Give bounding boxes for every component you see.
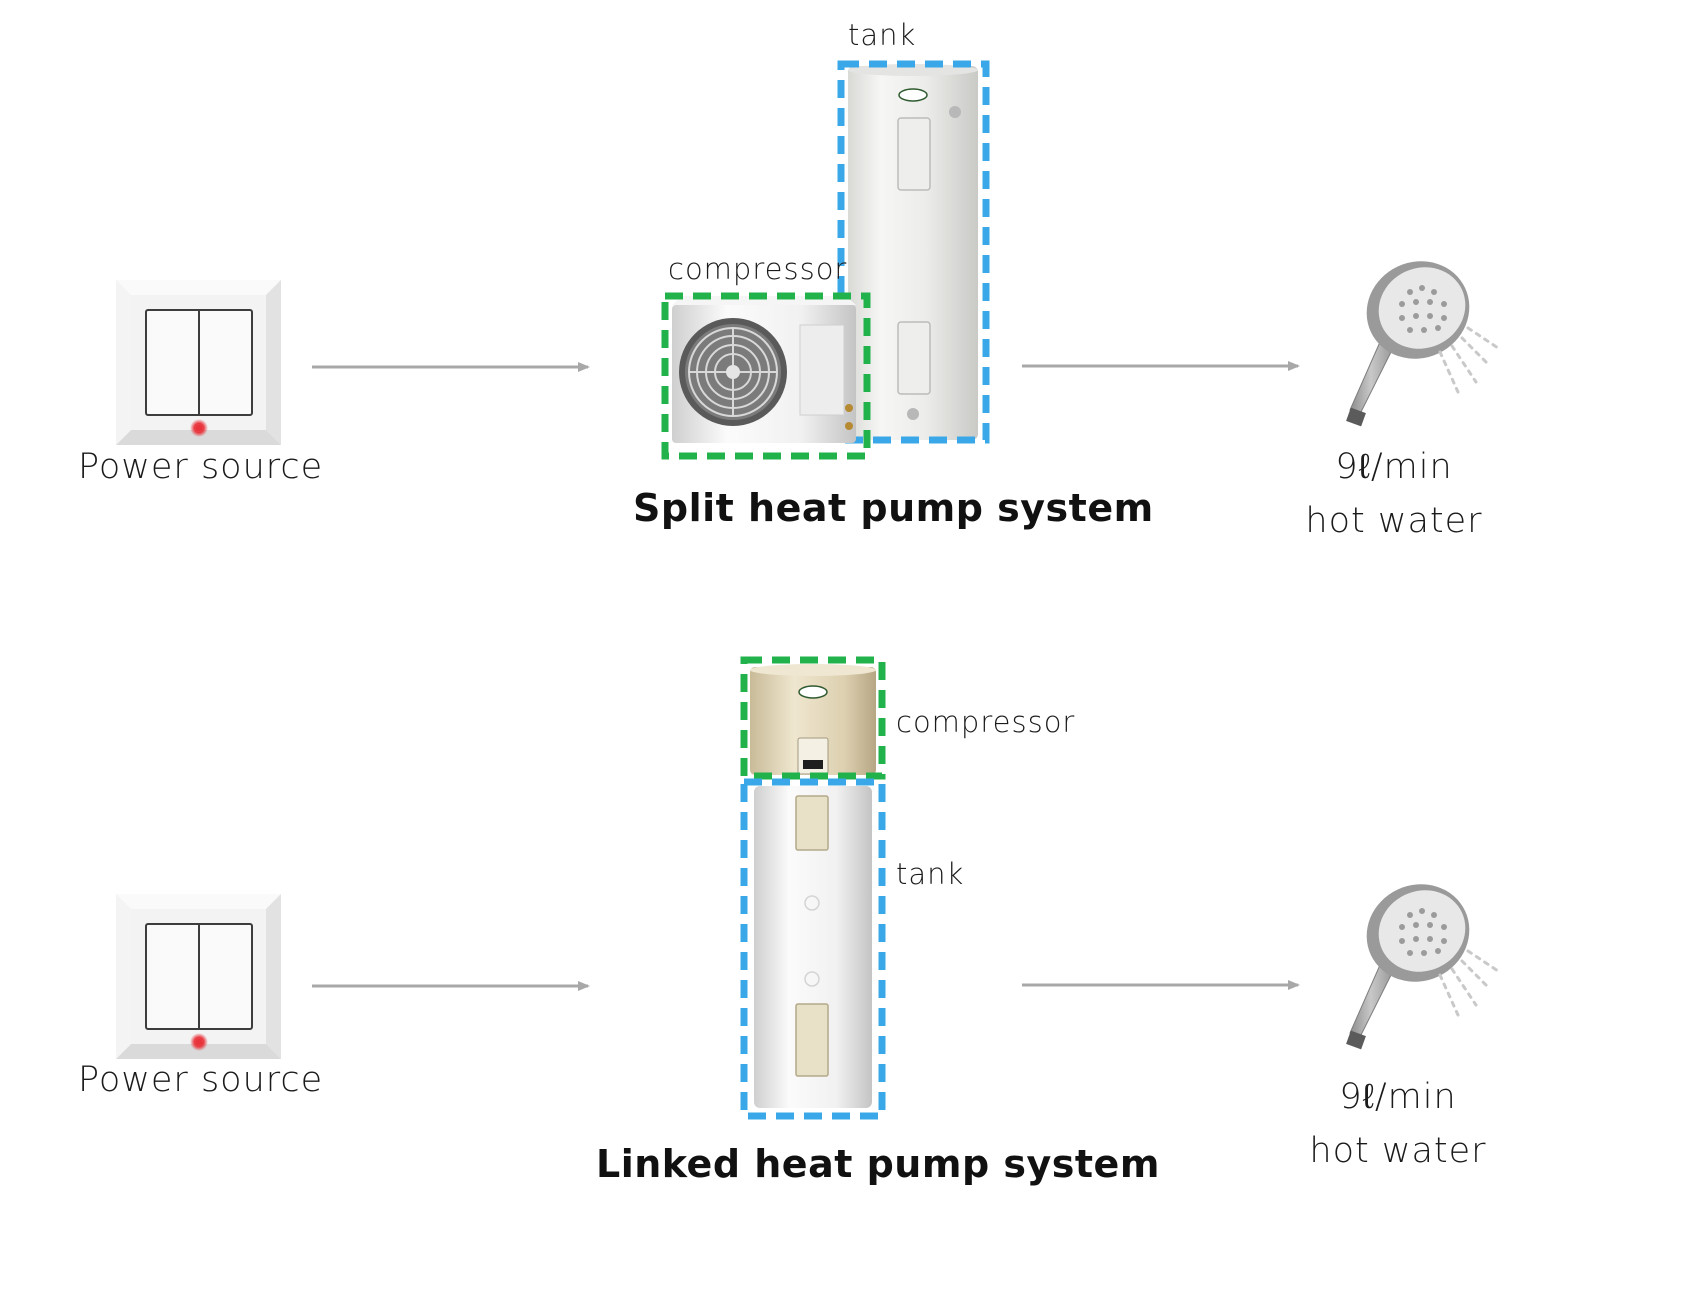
split-compressor-image [672,296,856,443]
linked-compressor-outline [740,656,886,780]
system-title: Split heat pump system [633,486,1154,530]
light-switch-icon [115,893,282,1060]
flow-rate: 9ℓ/min [1335,447,1453,487]
output-description: 9ℓ/min hot water [1278,1070,1518,1178]
split-tank-outline [837,60,990,444]
linked-compressor-image [750,664,876,775]
shower-head-icon [1344,243,1500,428]
system-title: Linked heat pump system [596,1142,1160,1186]
power-source-label: Power source [78,447,324,487]
power-source-label: Power source [78,1060,324,1100]
output-label: hot water [1305,501,1483,541]
compressor-label: compressor [896,705,1076,739]
split-tank-image [848,64,978,440]
linked-tank-image [754,786,872,1108]
flow-rate: 9ℓ/min [1339,1077,1457,1117]
compressor-label: compressor [668,252,848,286]
shower-head-icon [1344,866,1500,1051]
output-description: 9ℓ/min hot water [1274,440,1514,548]
tank-label: tank [896,857,965,891]
tank-label: tank [848,18,917,52]
split-compressor-outline [661,292,871,460]
linked-tank-outline [740,778,886,1120]
light-switch-icon [115,279,282,446]
output-label: hot water [1309,1131,1487,1171]
